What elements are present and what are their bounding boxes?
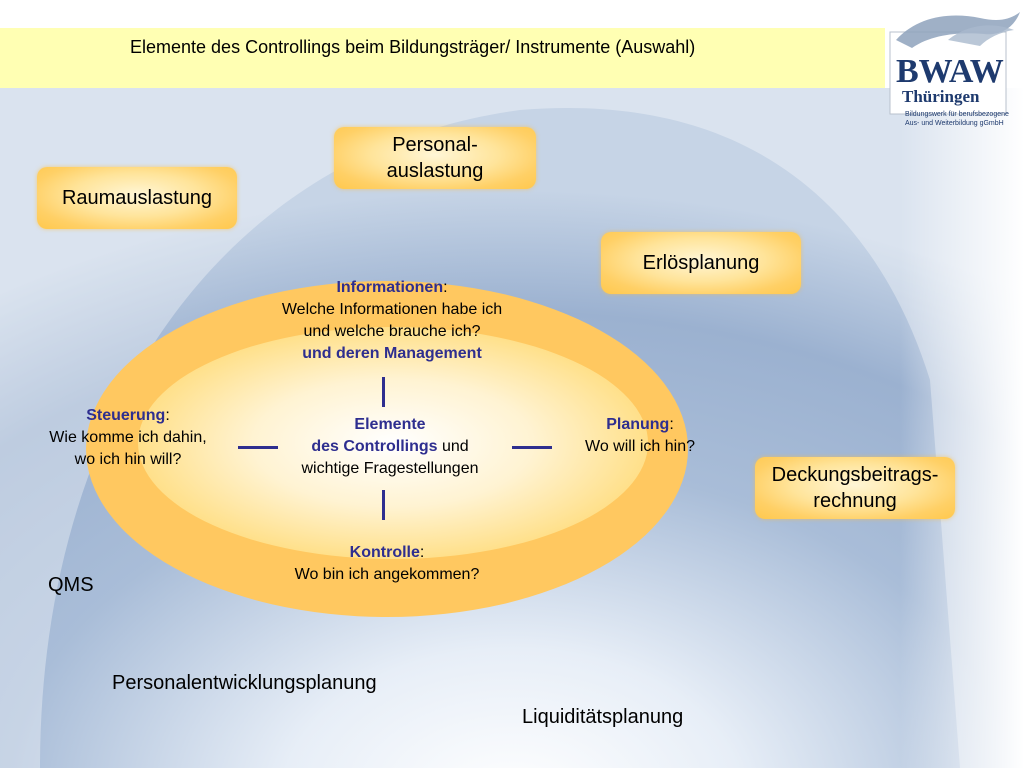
personalauslastung-line2: auslastung	[386, 160, 484, 182]
center-line2-rest: und	[437, 438, 469, 455]
erloesplanung-box: Erlösplanung	[601, 232, 801, 294]
connector-left	[238, 446, 278, 449]
planung-heading: Planung	[606, 416, 670, 433]
center-block: Elemente des Controllings und wichtige F…	[260, 414, 520, 480]
kontrolle-line1: Wo bin ich angekommen?	[294, 566, 480, 583]
bwaw-logo: BWAW Thüringen	[889, 12, 1020, 115]
dolphin-icon	[896, 12, 1020, 48]
informationen-colon: :	[443, 279, 448, 296]
center-line1: Elemente	[354, 416, 426, 433]
informationen-line3: und deren Management	[302, 345, 482, 362]
center-line2-bold: des Controllings	[311, 438, 438, 455]
kontrolle-block: Kontrolle: Wo bin ich angekommen?	[237, 542, 537, 586]
logo-name: BWAW	[896, 53, 1004, 90]
page-title: Elemente des Controllings beim Bildungst…	[130, 37, 696, 57]
kontrolle-heading: Kontrolle	[349, 544, 420, 561]
informationen-line1: Welche Informationen habe ich	[281, 301, 503, 318]
logo-subtitle: Bildungswerk für berufsbezogene Aus- und…	[905, 110, 1023, 128]
erloesplanung-label: Erlösplanung	[642, 252, 760, 274]
steuerung-colon: :	[165, 407, 170, 424]
connector-right	[512, 446, 552, 449]
kontrolle-colon: :	[419, 544, 425, 561]
informationen-heading: Informationen	[336, 279, 444, 296]
informationen-block: Informationen: Welche Informationen habe…	[242, 277, 542, 365]
personalentwicklung-label: Personalentwicklungsplanung	[112, 672, 377, 694]
raumauslastung-label: Raumauslastung	[61, 187, 213, 209]
connector-bottom	[382, 490, 385, 520]
logo-subtitle-line2: Aus- und Weiterbildung gGmbH	[905, 120, 1004, 127]
planung-block: Planung: Wo will ich hin?	[560, 414, 720, 458]
liquiditaet-label: Liquiditätsplanung	[522, 706, 684, 728]
steuerung-line1: Wie komme ich dahin,	[49, 429, 207, 446]
logo-region: Thüringen	[902, 87, 980, 106]
steuerung-heading: Steuerung	[86, 407, 166, 424]
deckungsbeitrag-line2: rechnung	[813, 490, 897, 512]
informationen-line2: und welche brauche ich?	[303, 323, 481, 340]
qms-label: QMS	[48, 574, 94, 596]
raumauslastung-box: Raumauslastung	[37, 167, 237, 229]
personalauslastung-line1: Personal-	[392, 134, 478, 156]
planung-line1: Wo will ich hin?	[585, 438, 695, 455]
personalauslastung-box: Personal- auslastung	[334, 127, 536, 189]
connector-top	[382, 377, 385, 407]
logo-subtitle-line1: Bildungswerk für berufsbezogene	[905, 111, 1009, 118]
deckungsbeitrag-box: Deckungsbeitrags- rechnung	[755, 457, 955, 519]
ellipse-inner	[138, 327, 648, 559]
deckungsbeitrag-line1: Deckungsbeitrags-	[771, 464, 939, 486]
steuerung-block: Steuerung: Wie komme ich dahin, wo ich h…	[22, 405, 234, 471]
planung-colon: :	[669, 416, 674, 433]
steuerung-line2: wo ich hin will?	[74, 451, 182, 468]
center-line3: wichtige Fragestellungen	[301, 460, 479, 477]
title-bar	[0, 28, 885, 88]
